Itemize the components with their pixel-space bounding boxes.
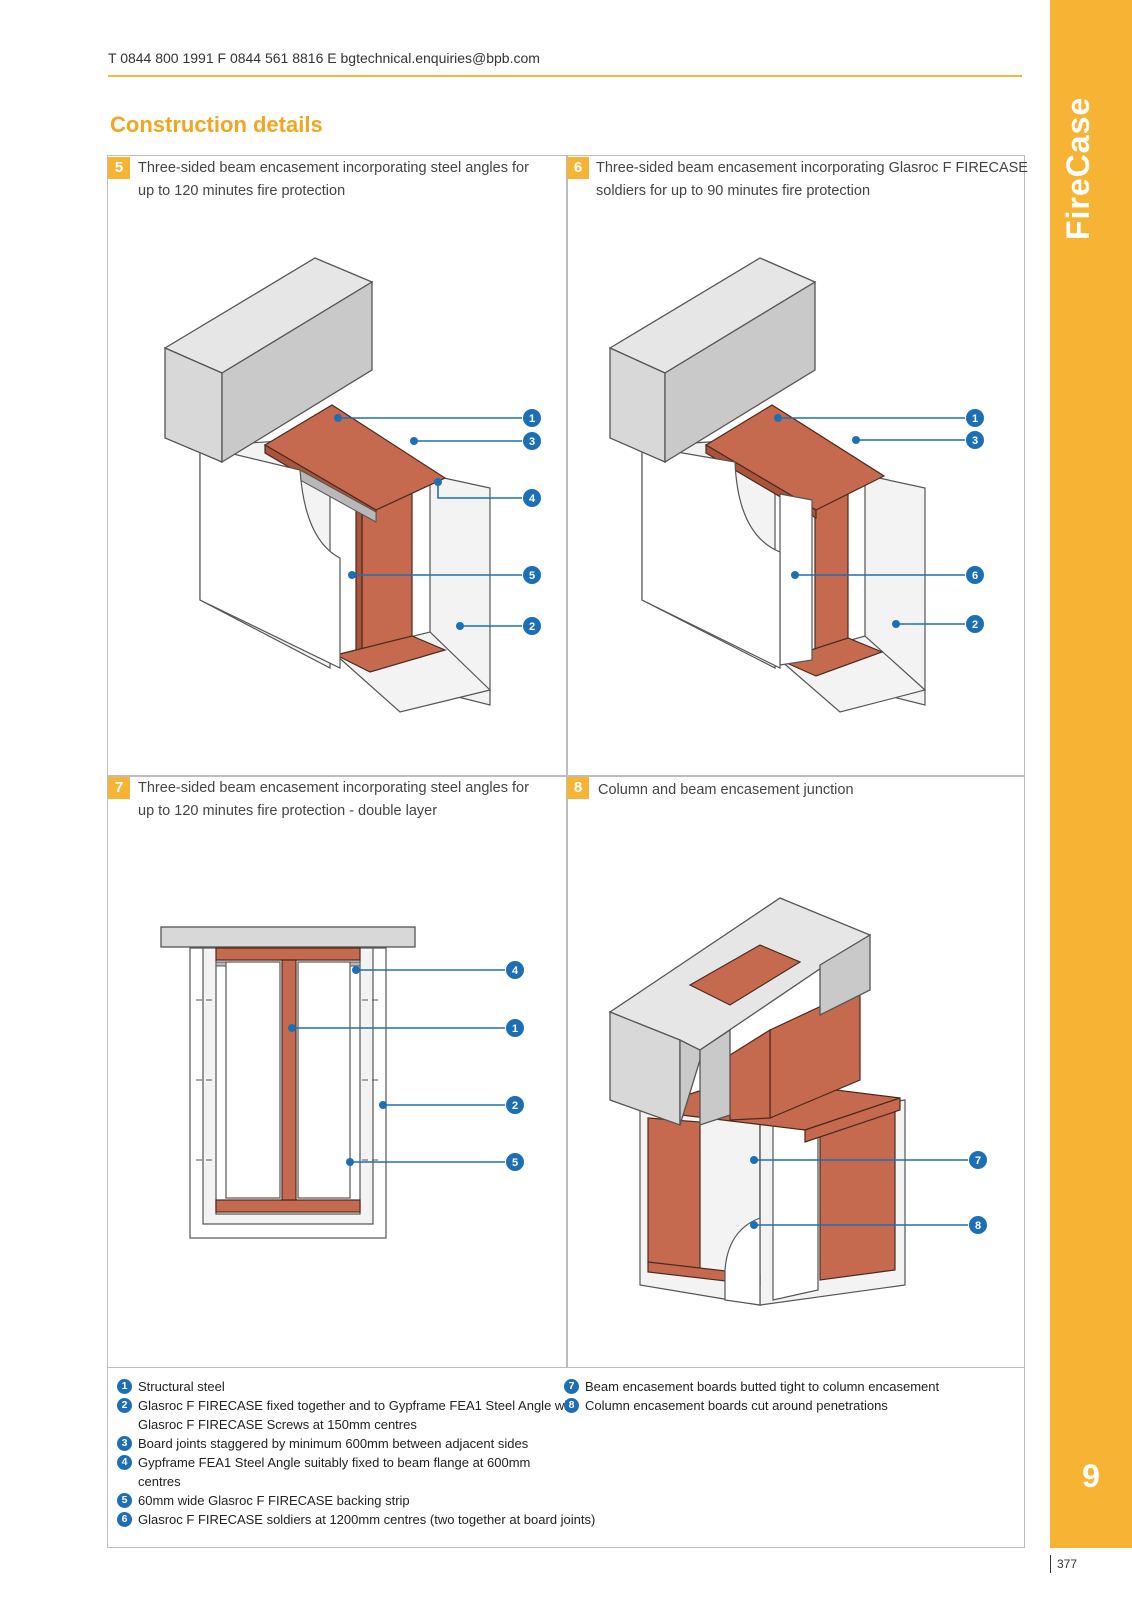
panel-8-caption-line1: Column and beam encasement junction	[598, 782, 854, 798]
legend-number-5: 5	[117, 1493, 132, 1508]
legend-item-1-line1: Structural steel	[138, 1379, 225, 1394]
callout-7-4: 4	[506, 961, 524, 979]
legend-number-3: 3	[117, 1436, 132, 1451]
legend-item-3-line1: Board joints staggered by minimum 600mm …	[138, 1436, 529, 1451]
legend-item-4-line2: centres	[138, 1474, 181, 1489]
svg-text:8: 8	[975, 1220, 981, 1232]
panel-7-number: 7	[108, 777, 130, 799]
legend-box	[107, 1367, 1025, 1548]
panel-5-caption-line1: Three-sided beam encasement incorporatin…	[138, 160, 529, 176]
panel-6-caption-line1: Three-sided beam encasement incorporatin…	[596, 160, 1028, 176]
legend-item-2-line1: Glasroc F FIRECASE fixed together and to…	[138, 1398, 579, 1413]
panel-8-caption: Column and beam encasement junction	[598, 779, 854, 802]
drawing-7	[160, 926, 416, 1239]
legend-item-5: 60mm wide Glasroc F FIRECASE backing str…	[138, 1491, 410, 1510]
legend-item-7-line1: Beam encasement boards butted tight to c…	[585, 1379, 940, 1394]
svg-text:6: 6	[972, 570, 978, 582]
callout-7-2: 2	[506, 1096, 524, 1114]
svg-text:2: 2	[529, 621, 535, 633]
callout-5-4: 4	[523, 489, 541, 507]
callout-5-2: 2	[523, 617, 541, 635]
panel-5-number: 5	[108, 157, 130, 179]
panel-7-caption: Three-sided beam encasement incorporatin…	[138, 777, 529, 823]
drawing-5	[163, 257, 492, 713]
svg-text:2: 2	[512, 1100, 518, 1112]
legend-item-4: Gypframe FEA1 Steel Angle suitably fixed…	[138, 1453, 530, 1491]
grid-divider-horizontal	[107, 775, 1025, 777]
callouts-5: 1 3 4 5 2	[334, 409, 541, 635]
callout-8-8: 8	[969, 1216, 987, 1234]
legend-item-2: Glasroc F FIRECASE fixed together and to…	[138, 1396, 578, 1434]
legend-item-3: Board joints staggered by minimum 600mm …	[138, 1434, 528, 1453]
callouts-8: 7 8	[750, 1151, 987, 1234]
legend-item-6-line1: Glasroc F FIRECASE soldiers at 1200mm ce…	[138, 1512, 596, 1527]
panel-8-number: 8	[567, 777, 589, 799]
panel-6-caption: Three-sided beam encasement incorporatin…	[596, 157, 1028, 203]
legend-item-4-line1: Gypframe FEA1 Steel Angle suitably fixed…	[138, 1455, 531, 1470]
chapter-number: 9	[1082, 1458, 1100, 1494]
panel-5-caption-line2: up to 120 minutes fire protection	[138, 183, 346, 199]
legend-item-6: Glasroc F FIRECASE soldiers at 1200mm ce…	[138, 1510, 595, 1529]
callout-6-6: 6	[966, 566, 984, 584]
svg-text:5: 5	[529, 570, 535, 582]
callout-6-2: 2	[966, 615, 984, 633]
legend-item-8-line1: Column encasement boards cut around pene…	[585, 1398, 888, 1413]
svg-text:5: 5	[512, 1157, 518, 1169]
svg-text:4: 4	[529, 493, 536, 505]
svg-text:4: 4	[512, 965, 519, 977]
legend-number-6: 6	[117, 1512, 132, 1527]
panel-6-caption-line2: soldiers for up to 90 minutes fire prote…	[596, 183, 871, 199]
legend-item-2-line2: Glasroc F FIRECASE Screws at 150mm centr…	[138, 1417, 417, 1432]
legend-item-5-line1: 60mm wide Glasroc F FIRECASE backing str…	[138, 1493, 410, 1508]
svg-text:2: 2	[972, 619, 978, 631]
panel-7-caption-line1: Three-sided beam encasement incorporatin…	[138, 780, 529, 796]
page-number: 377	[1050, 1555, 1077, 1573]
callout-7-1: 1	[506, 1019, 524, 1037]
svg-text:3: 3	[529, 436, 535, 448]
header-contact: T 0844 800 1991 F 0844 561 8816 E bgtech…	[108, 50, 540, 66]
callout-5-5: 5	[523, 566, 541, 584]
callout-5-1: 1	[523, 409, 541, 427]
callout-7-5: 5	[506, 1153, 524, 1171]
legend-number-2: 2	[117, 1398, 132, 1413]
callout-8-7: 7	[969, 1151, 987, 1169]
drawing-8	[608, 897, 906, 1306]
panel-7-caption-line2: up to 120 minutes fire protection - doub…	[138, 803, 438, 819]
callout-6-1: 1	[966, 409, 984, 427]
drawing-6	[608, 257, 927, 713]
legend-number-7: 7	[564, 1379, 579, 1394]
legend-item-1: Structural steel	[138, 1377, 225, 1396]
legend-item-8: Column encasement boards cut around pene…	[585, 1396, 888, 1415]
svg-text:1: 1	[529, 413, 535, 425]
svg-text:3: 3	[972, 435, 978, 447]
callout-5-3: 3	[523, 432, 541, 450]
section-title: Construction details	[110, 112, 323, 137]
panel-5-caption: Three-sided beam encasement incorporatin…	[138, 157, 529, 203]
svg-text:7: 7	[975, 1155, 981, 1167]
svg-text:1: 1	[972, 413, 978, 425]
legend-item-7: Beam encasement boards butted tight to c…	[585, 1377, 939, 1396]
legend-number-1: 1	[117, 1379, 132, 1394]
header-rule	[108, 75, 1022, 77]
panel-6-number: 6	[567, 157, 589, 179]
svg-text:1: 1	[512, 1023, 518, 1035]
grid-divider-vertical	[566, 155, 568, 1368]
callout-6-3: 3	[966, 431, 984, 449]
callouts-7: 4 1 2 5	[288, 961, 524, 1171]
legend-number-8: 8	[564, 1398, 579, 1413]
legend-number-4: 4	[117, 1455, 132, 1470]
side-tab	[1050, 0, 1132, 1548]
callouts-6: 1 3 6 2	[774, 409, 984, 633]
